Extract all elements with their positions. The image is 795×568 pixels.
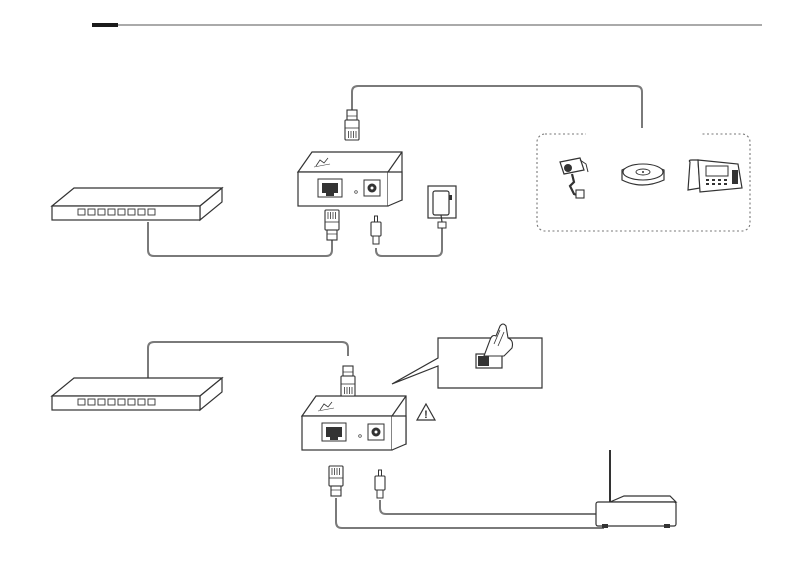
cable-switch-to-splitter-2 bbox=[148, 342, 348, 378]
rj45-plug-icon bbox=[329, 466, 343, 496]
network-switch-icon bbox=[52, 188, 222, 220]
cable-dc-to-adapter bbox=[376, 228, 442, 256]
ip-phone-icon bbox=[688, 160, 742, 192]
access-point-icon bbox=[622, 164, 664, 185]
cable-splitter-to-router-dc bbox=[380, 500, 604, 514]
header-accent-bar bbox=[92, 23, 118, 27]
rj45-plug-icon bbox=[345, 110, 359, 140]
network-switch-icon bbox=[52, 378, 222, 410]
rj45-plug-icon bbox=[325, 210, 339, 240]
voltage-switch-callout bbox=[392, 324, 542, 388]
wireless-router-icon bbox=[596, 450, 676, 528]
svg-text:!: ! bbox=[424, 409, 428, 421]
power-adapter-icon bbox=[428, 186, 456, 228]
dc-plug-icon bbox=[371, 216, 381, 244]
rj45-plug-icon bbox=[341, 366, 355, 396]
scenario-2: ! bbox=[52, 324, 676, 528]
scenario-1 bbox=[52, 86, 750, 256]
cable-splitter-to-pd bbox=[352, 86, 642, 128]
dc-plug-icon bbox=[375, 470, 385, 498]
poe-splitter-icon bbox=[298, 152, 402, 206]
warning-triangle-icon: ! bbox=[417, 404, 435, 421]
ip-camera-icon bbox=[560, 158, 588, 198]
cable-switch-to-splitter bbox=[148, 222, 332, 256]
poe-splitter-icon bbox=[302, 396, 406, 450]
